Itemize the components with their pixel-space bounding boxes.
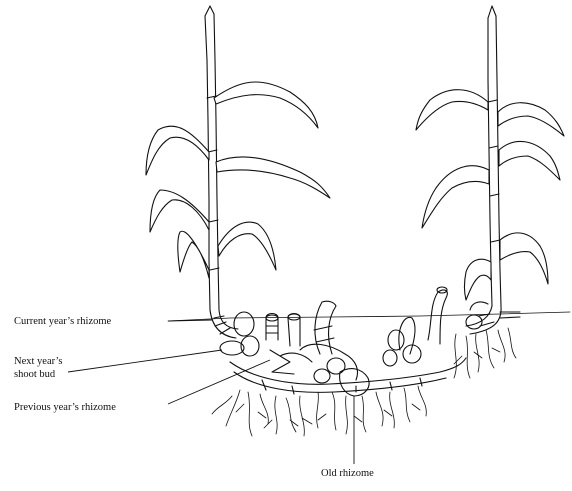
left-leaf-2	[146, 126, 209, 175]
label-previous-rhizome: Previous year’s rhizome	[14, 402, 116, 414]
leader-shoot-bud	[68, 350, 222, 372]
right-plant	[416, 6, 564, 306]
left-leaf-6	[178, 231, 209, 278]
roots-middle	[317, 386, 427, 434]
leader-current-rhizome	[168, 320, 212, 321]
right-leaf-2	[498, 103, 564, 136]
right-leaf-6	[465, 259, 492, 300]
right-leaf-5	[500, 233, 548, 284]
left-leaf-4	[150, 190, 209, 232]
label-old-rhizome: Old rhizome	[321, 468, 374, 480]
left-plant	[146, 6, 330, 310]
rhizome-system	[210, 287, 520, 436]
left-leaf-5	[218, 222, 276, 270]
label-shoot-bud-line1: Next year’s	[14, 356, 63, 368]
shoot-bud-2	[288, 314, 300, 347]
soil-surface-line	[168, 312, 570, 321]
left-leaf-3	[216, 157, 330, 198]
right-leaf-1	[416, 90, 488, 130]
roots-right	[454, 328, 516, 378]
left-leaf-1	[214, 82, 318, 128]
label-shoot-bud-line2: shoot bud	[14, 369, 55, 381]
leader-previous-rhizome	[168, 360, 270, 404]
label-current-rhizome: Current year’s rhizome	[14, 316, 111, 328]
right-leaf-4	[499, 141, 560, 180]
roots-left	[212, 390, 312, 436]
right-leaf-3	[422, 166, 489, 228]
